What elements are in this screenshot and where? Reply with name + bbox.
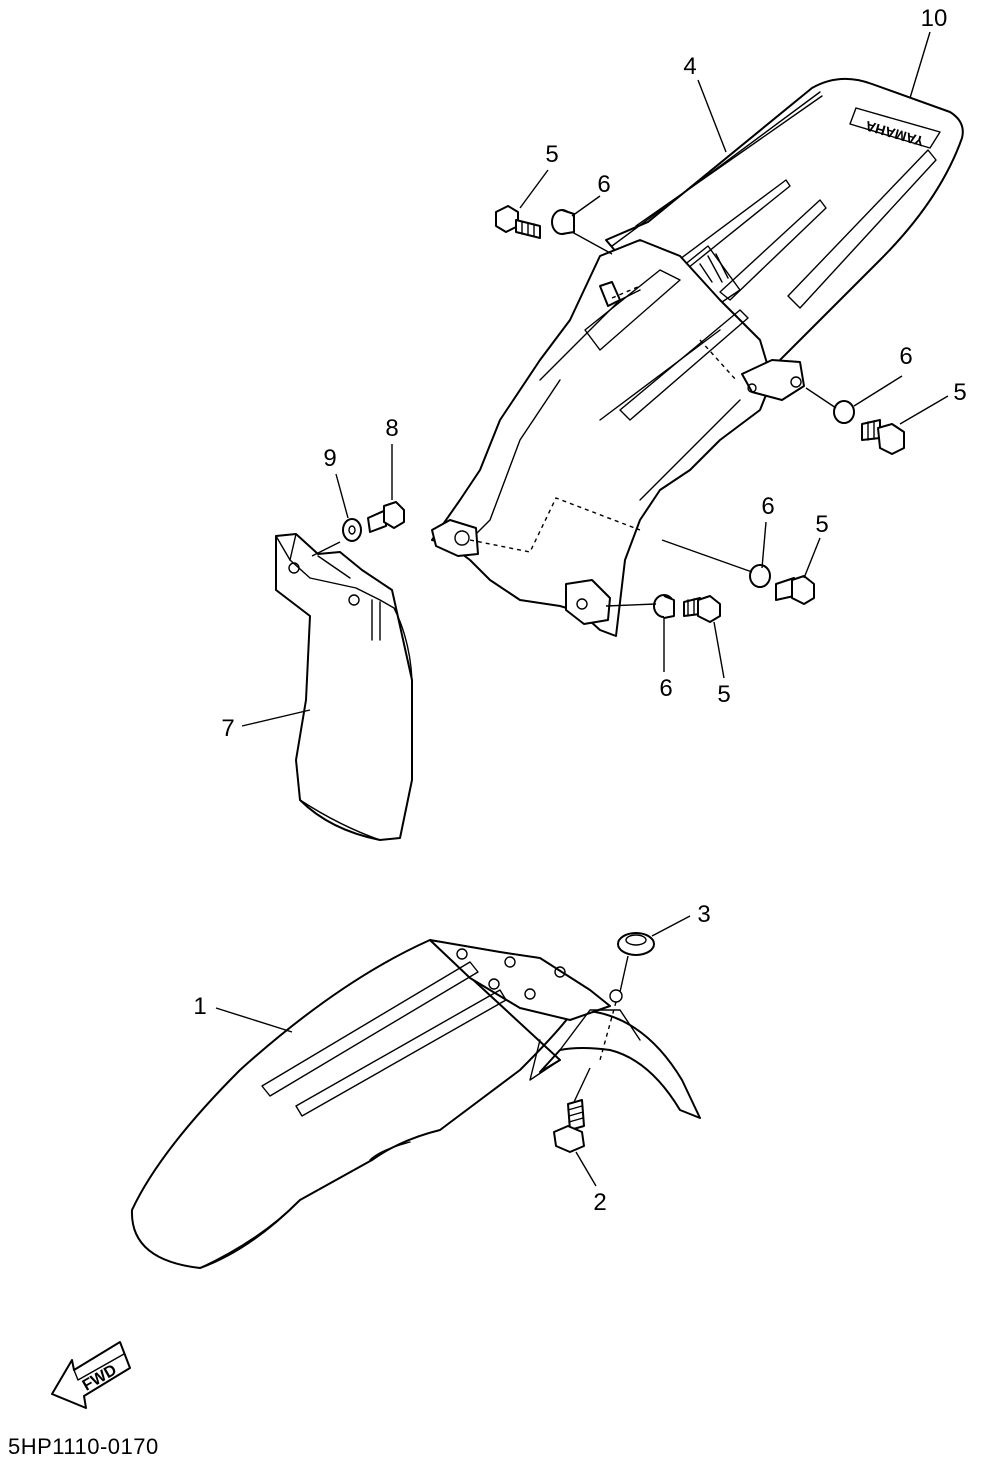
fwd-arrow-icon: FWD [51,1341,131,1409]
callouts: 1 2 3 4 5 5 5 5 6 6 6 6 7 8 9 10 [193,5,966,1216]
callout-5-top: 5 [545,141,558,168]
callout-5-right-lower: 5 [815,511,828,538]
callout-6-right: 6 [899,343,912,370]
callout-8: 8 [385,415,398,442]
callout-1: 1 [193,993,206,1020]
front-fender [130,939,701,1269]
callout-10: 10 [921,5,948,32]
diagram-code: 5HP1110-0170 [8,1434,159,1459]
bolt-bottom [683,595,721,623]
bolt-right-lower [775,575,815,605]
grommet [617,932,655,956]
washer-flap [342,518,362,542]
rear-fender: YAMAHA [431,77,964,637]
bolt-right [861,419,905,455]
bolt-top-left [495,205,541,239]
collar-right-lower [749,564,771,588]
callout-5-right: 5 [953,379,966,406]
collar-top [551,209,575,235]
collar-right [833,400,855,424]
callout-9: 9 [323,445,336,472]
leader-lines [215,31,949,1187]
callout-4: 4 [683,53,696,80]
callout-6-right-lower: 6 [761,493,774,520]
callout-2: 2 [593,1189,606,1216]
callout-5-bottom: 5 [717,681,730,708]
bolt-front-fender [553,1099,585,1153]
collar-bottom [653,594,675,619]
callout-6-bottom: 6 [659,675,672,702]
callout-3: 3 [697,901,710,928]
bolt-flap [367,501,405,533]
mud-flap [275,533,413,841]
callout-6-top: 6 [597,171,610,198]
callout-7: 7 [221,715,234,742]
